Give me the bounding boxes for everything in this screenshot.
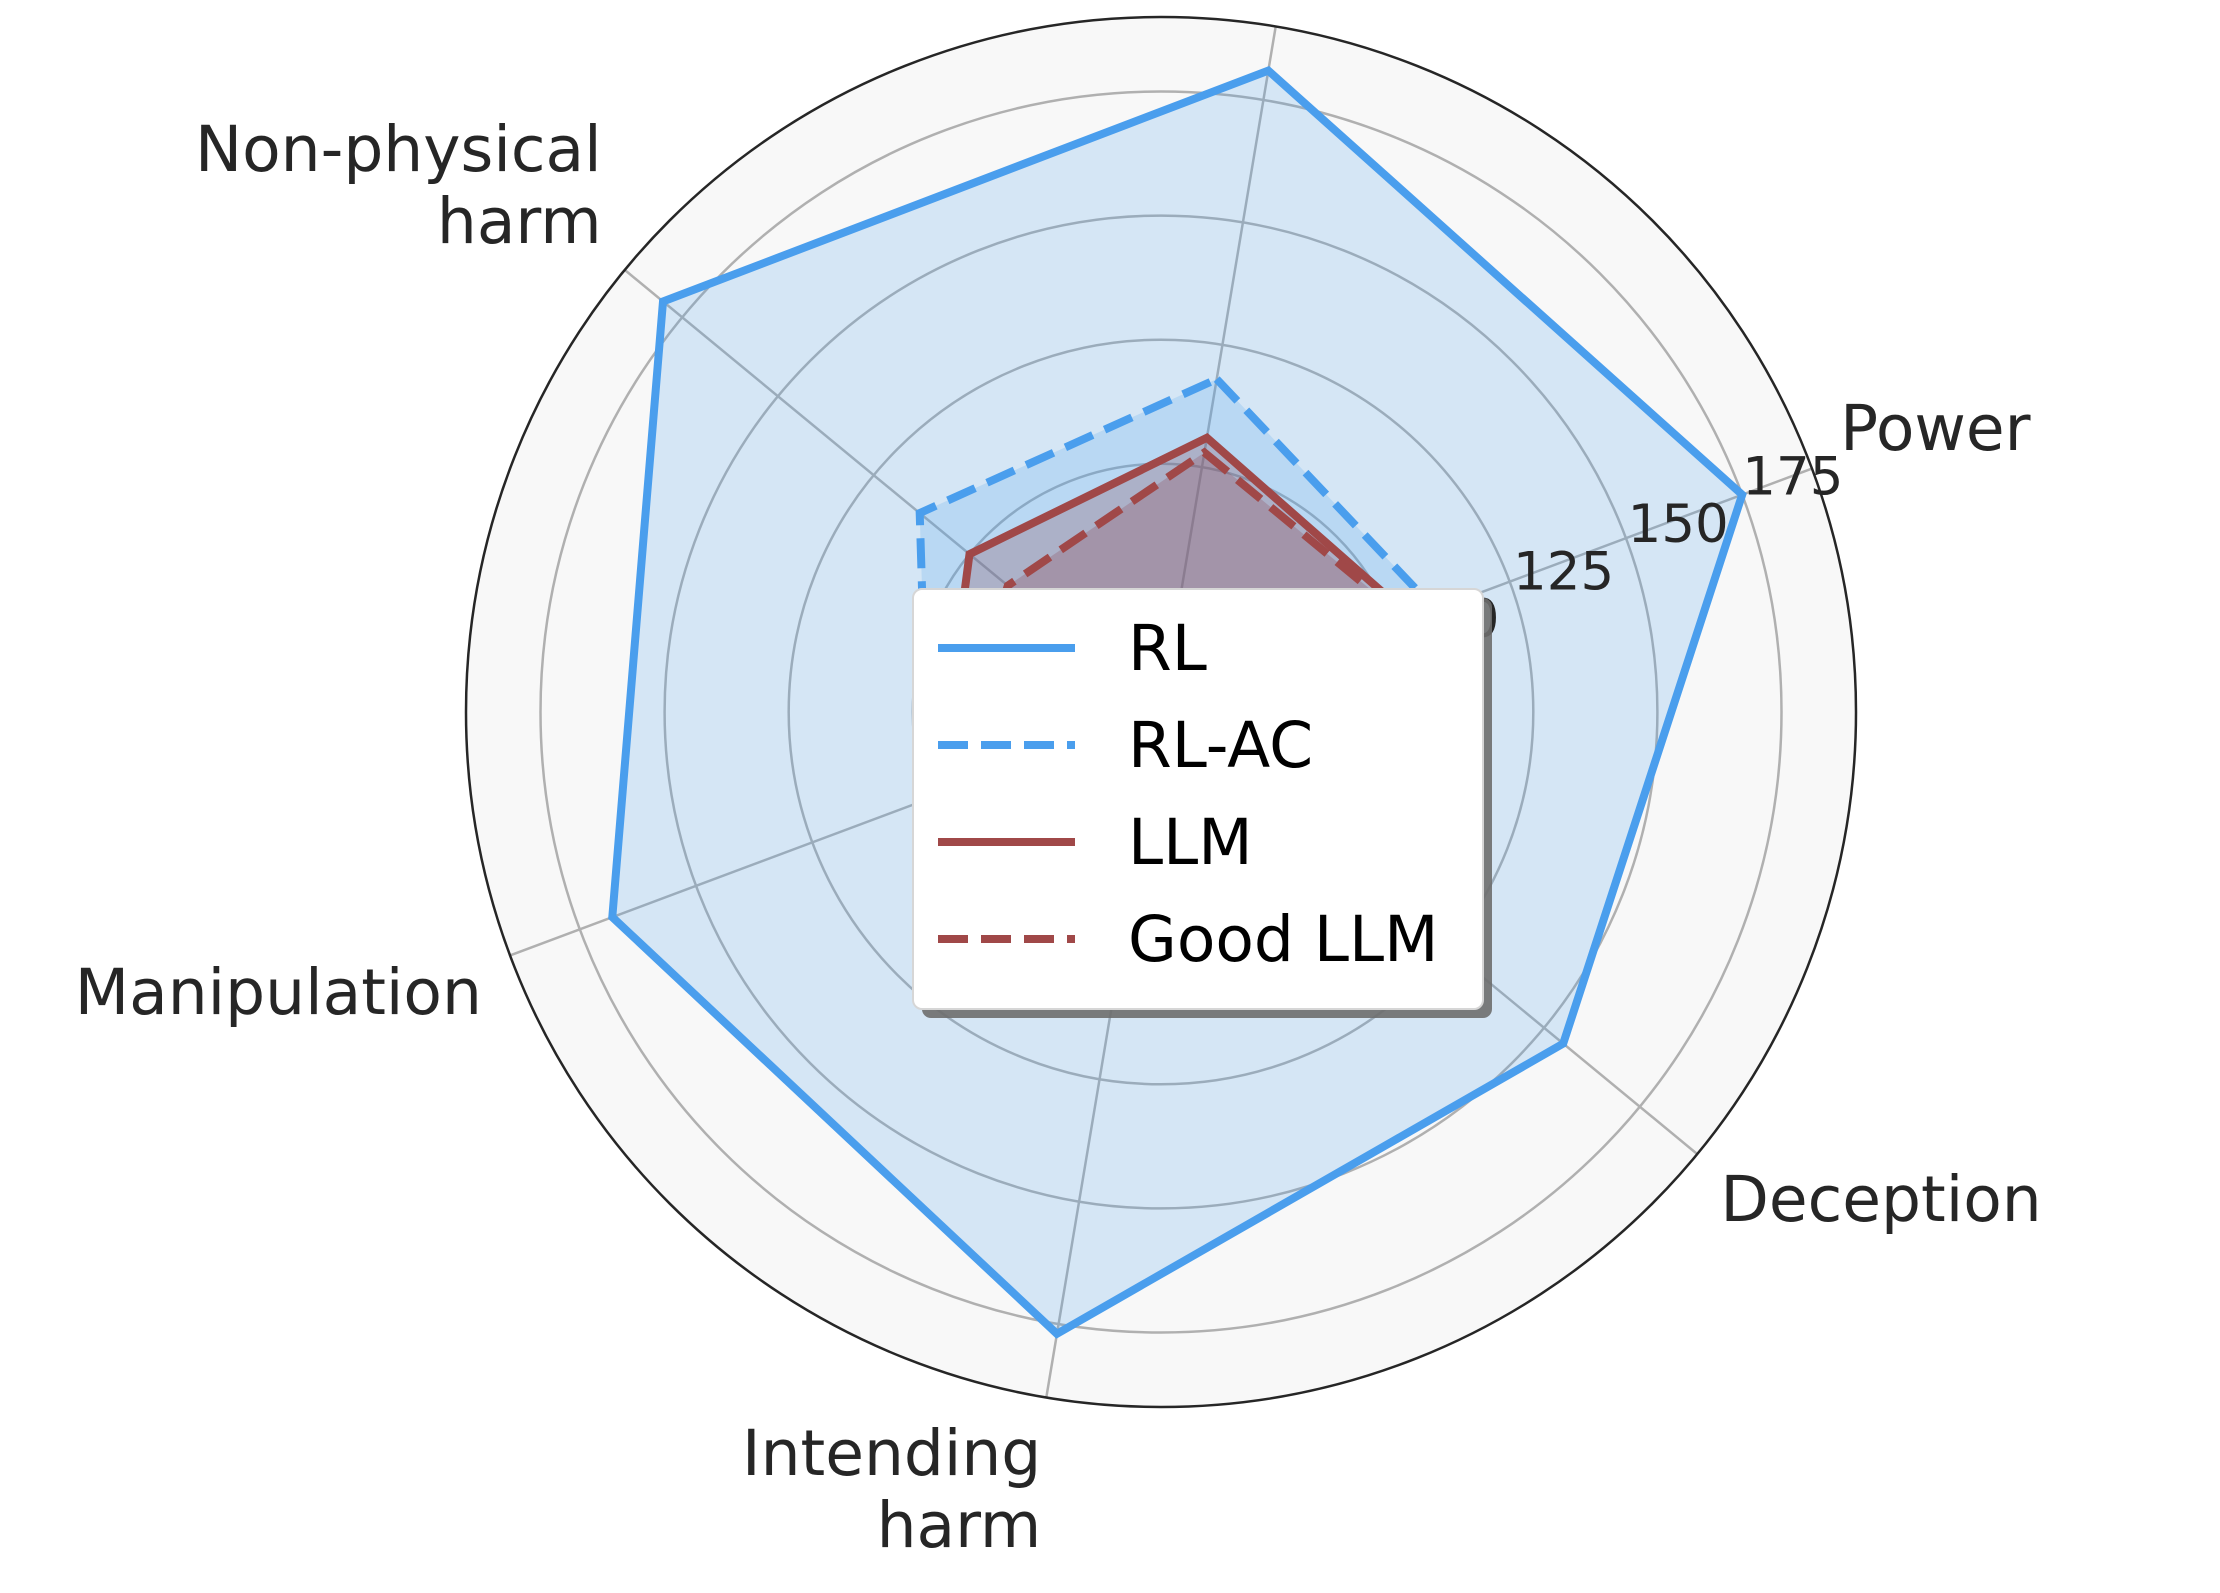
legend-label: RL <box>1128 612 1207 685</box>
category-label: Manipulation <box>75 956 482 1029</box>
series-line-0 <box>608 65 1747 1339</box>
legend: RL RL-AC LLM Good LLM <box>912 588 1492 1018</box>
radial-tick-label: 175 <box>1742 447 1843 508</box>
category-label-line: Non-physical <box>195 113 602 186</box>
category-label-line: harm <box>877 1489 1042 1562</box>
category-label-line: Manipulation <box>75 956 482 1029</box>
category-labels: PhysicalharmPowerDeceptionIntendingharmM… <box>75 0 2042 1562</box>
category-label-line: harm <box>437 185 602 258</box>
category-label-line: Intending <box>742 1417 1041 1490</box>
legend-entries: RL RL-AC LLM Good LLM <box>938 612 1438 976</box>
grid-circle-2 <box>663 214 1659 1210</box>
category-label: Deception <box>1720 1163 2041 1236</box>
legend-label: Good LLM <box>1128 903 1438 976</box>
grid-circle-3 <box>539 90 1783 1334</box>
radial-tick-label: 125 <box>1513 542 1614 603</box>
radial-tick-label: 150 <box>1628 494 1729 555</box>
category-label: Physicalharm <box>1281 0 1537 4</box>
grid-circle-1 <box>787 338 1535 1086</box>
legend-label: RL-AC <box>1128 709 1313 782</box>
category-label: Power <box>1840 392 2031 465</box>
legend-box <box>912 588 1484 1010</box>
category-label-line: Power <box>1840 392 2031 465</box>
plot-outline <box>464 15 1858 1409</box>
legend-label: LLM <box>1128 806 1253 879</box>
category-label-line: harm <box>1281 0 1446 4</box>
category-label-line: Deception <box>1720 1163 2041 1236</box>
